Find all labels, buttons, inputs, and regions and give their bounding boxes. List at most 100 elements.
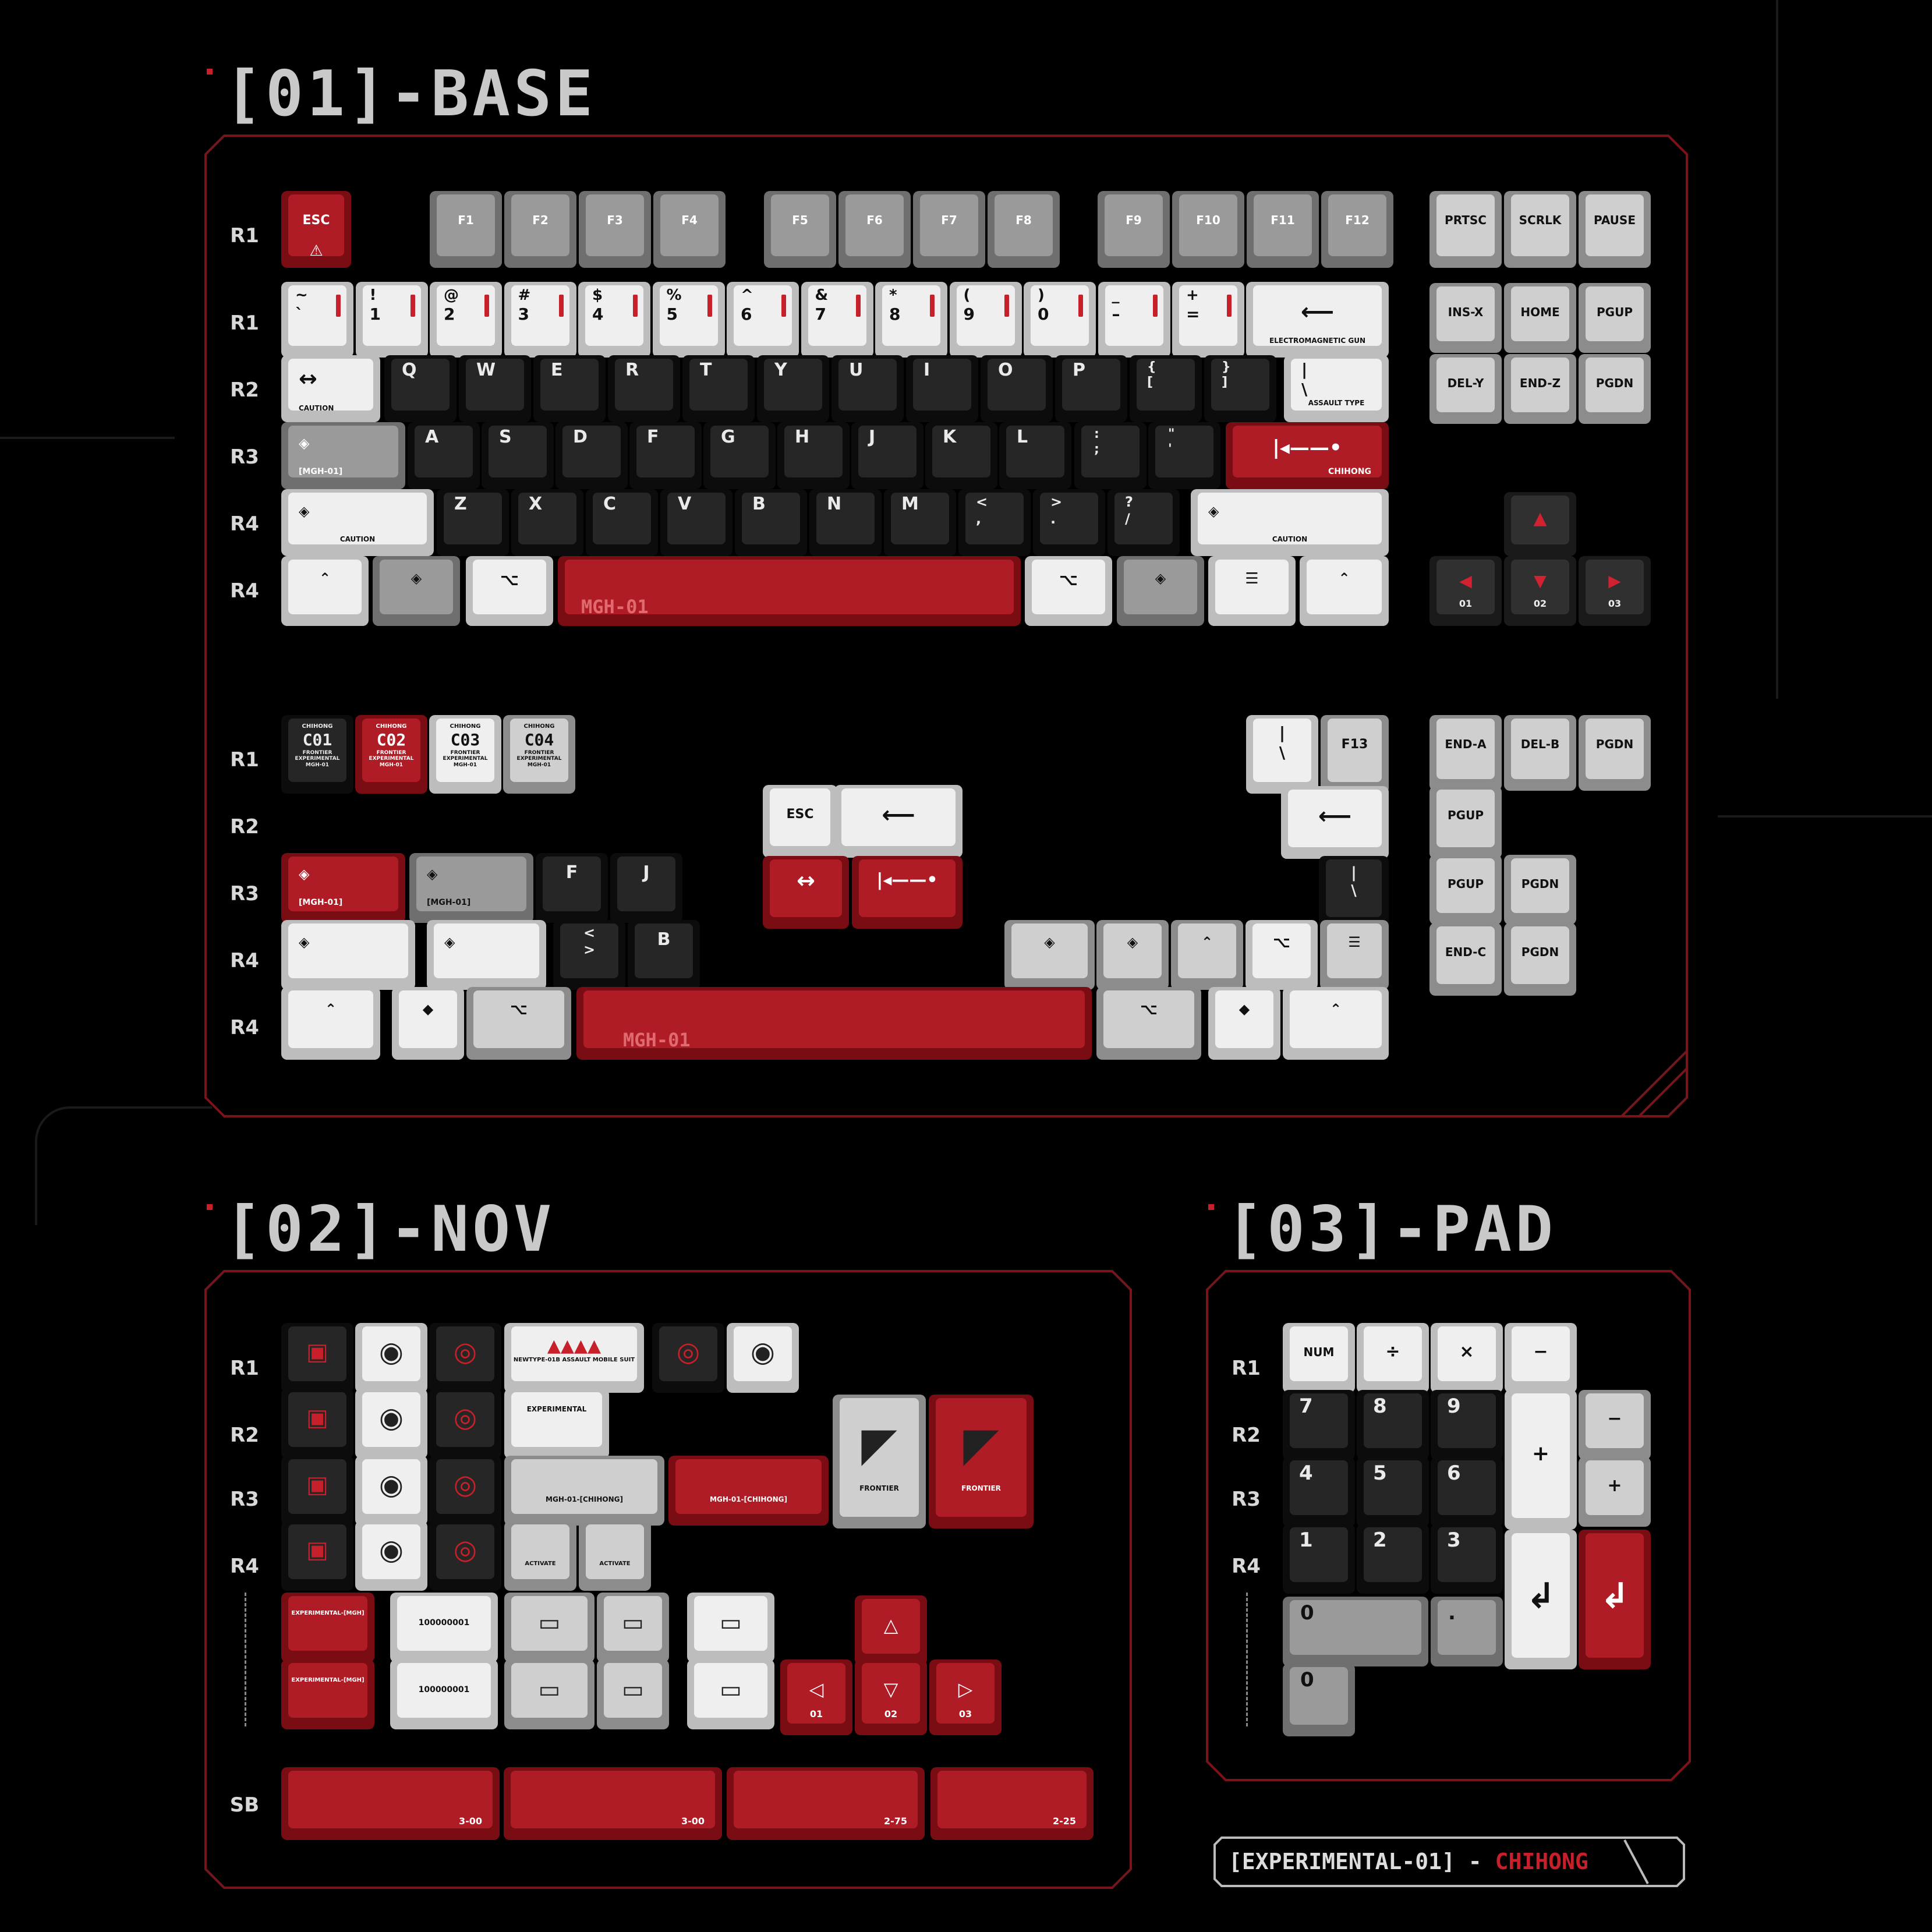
key-pgdn-extra[interactable]: PGDN (1579, 715, 1651, 791)
key-lwin[interactable]: ◈ (373, 556, 460, 626)
key-f2[interactable]: F2 (504, 191, 576, 268)
nov-warning-cap[interactable]: ▣ (281, 1456, 353, 1526)
pad-minus[interactable]: − (1505, 1323, 1577, 1393)
key-enter-extra[interactable]: |◂——• (852, 856, 963, 929)
pad-multiply[interactable]: × (1431, 1323, 1503, 1393)
nov-eye-cap[interactable]: ◉ (355, 1456, 427, 1526)
key-tab-extra[interactable]: ↔ (763, 856, 849, 929)
key-enter[interactable]: |◂——• CHIHONG (1226, 422, 1389, 489)
key-pgup[interactable]: PGUP (1579, 283, 1651, 353)
nov-ring-cap[interactable]: ◎ (429, 1323, 501, 1393)
pad-4[interactable]: 4 (1283, 1457, 1355, 1527)
key-a[interactable]: A (408, 422, 480, 489)
nov-plate-cap[interactable]: ▭ (597, 1659, 669, 1729)
key-semi-1[interactable]: "' (1148, 422, 1220, 489)
pad-minus-alt[interactable]: − (1579, 1390, 1651, 1460)
key-endz[interactable]: END-Z (1504, 354, 1576, 424)
key-c[interactable]: C (586, 489, 658, 556)
key-h[interactable]: H (777, 422, 850, 489)
key-rctrl[interactable]: ⌃ (1300, 556, 1389, 626)
key-arrow-down[interactable]: ▼02 (1504, 556, 1576, 626)
key-f5[interactable]: F5 (764, 191, 836, 268)
key-n[interactable]: N (809, 489, 882, 556)
key-g[interactable]: G (703, 422, 776, 489)
key-backspace[interactable]: ⟵ ELECTROMAGNETIC GUN (1246, 282, 1389, 358)
key-arrow-left[interactable]: ◀01 (1429, 556, 1502, 626)
pad-8[interactable]: 8 (1357, 1390, 1429, 1460)
key-e[interactable]: E (533, 355, 606, 422)
pad-divide[interactable]: ÷ (1357, 1323, 1429, 1393)
key-rshift[interactable]: ◈ CAUTION (1191, 489, 1389, 556)
key-win-extra2[interactable]: ◆ (1208, 987, 1280, 1060)
key-b[interactable]: B (735, 489, 807, 556)
pad-6[interactable]: 6 (1431, 1457, 1503, 1527)
key-f9[interactable]: F9 (1098, 191, 1170, 268)
nov-eye-cap[interactable]: ◉ (355, 1323, 427, 1393)
key-caps-extra[interactable]: ◈[MGH-01] (281, 853, 405, 923)
key-q[interactable]: Q (384, 355, 457, 422)
nov-arrow-left[interactable]: ◁01 (780, 1659, 852, 1735)
nov-ring-cap[interactable]: ◎ (652, 1323, 724, 1393)
nov-arrow-down[interactable]: ▽02 (855, 1659, 927, 1735)
key-rshift-extra[interactable]: ◈ (1004, 920, 1095, 990)
key-mod3[interactable]: ⌥ (1245, 920, 1318, 990)
key-end-c[interactable]: END-C (1429, 923, 1502, 996)
key-backslash-alt[interactable]: |\ (1246, 715, 1318, 794)
key-b-extra[interactable]: B (628, 920, 700, 990)
key-f12[interactable]: F12 (1321, 191, 1393, 268)
key-num-0[interactable]: ~` (281, 282, 353, 358)
nov-plate-cap[interactable]: ▭ (504, 1659, 595, 1729)
nov-plate-cap[interactable]: ▭ (687, 1593, 774, 1662)
key-num-11[interactable]: _– (1098, 282, 1170, 358)
key-tab[interactable]: ↔ CAUTION (281, 355, 380, 422)
nov-header-cap[interactable]: ▲▲▲▲NEWTYPE-01B ASSAULT MOBILE SUIT (504, 1323, 644, 1393)
key-prtsc[interactable]: PRTSC (1429, 191, 1502, 268)
key-pause[interactable]: PAUSE (1579, 191, 1651, 268)
key-esc-extra[interactable]: ESC (763, 785, 837, 858)
key-p[interactable]: P (1055, 355, 1127, 422)
key-backslash[interactable]: | \ ASSAULT TYPE (1284, 355, 1389, 422)
key-num-9[interactable]: (9 (949, 282, 1022, 358)
key-s[interactable]: S (482, 422, 554, 489)
key-insx[interactable]: INS-X (1429, 283, 1502, 353)
key-l[interactable]: L (999, 422, 1071, 489)
nov-plate-cap[interactable]: 100000001 (390, 1659, 498, 1729)
key-backspace-extra[interactable]: ⟵ (834, 785, 963, 858)
key-m[interactable]: M (884, 489, 956, 556)
key-lshift-extra2[interactable]: ◈ (427, 920, 546, 990)
key-f-extra[interactable]: F (536, 853, 608, 923)
pad-zero[interactable]: 0 (1283, 1597, 1428, 1666)
key-num-5[interactable]: %5 (652, 282, 725, 358)
nov-plate-cap[interactable]: ▭ (597, 1593, 669, 1662)
nov-spacebar[interactable]: 2-25 (930, 1767, 1094, 1840)
nov-plate-cap[interactable]: EXPERIMENTAL-[MGH] (281, 1659, 374, 1729)
key-caps[interactable]: ◈ [MGH-01] (281, 422, 405, 489)
key-mod1[interactable]: ◈ (1096, 920, 1169, 990)
key-alt-extra[interactable]: ⌥ (466, 987, 571, 1060)
key-num-8[interactable]: *8 (875, 282, 947, 358)
pad-2[interactable]: 2 (1357, 1524, 1429, 1594)
nov-arrow-up[interactable]: △ (855, 1595, 927, 1665)
key-num-12[interactable]: += (1172, 282, 1244, 358)
key-ralt[interactable]: ⌥ (1025, 556, 1112, 626)
key-zsym-2[interactable]: ?/ (1107, 489, 1180, 556)
nov-ring-cap[interactable]: ◎ (429, 1456, 501, 1526)
key-dely[interactable]: DEL-Y (1429, 354, 1502, 424)
key-semi-0[interactable]: :; (1074, 422, 1147, 489)
pad-dot[interactable]: . (1431, 1597, 1503, 1666)
key-pgup-extra[interactable]: PGUP (1429, 786, 1502, 859)
key-num-7[interactable]: &7 (801, 282, 873, 358)
pad-enter[interactable]: ↲ (1505, 1530, 1577, 1669)
key-lalt[interactable]: ⌥ (466, 556, 553, 626)
key-r[interactable]: R (608, 355, 680, 422)
key-o[interactable]: O (981, 355, 1053, 422)
key-lshift-extra[interactable]: ◈ (281, 920, 415, 990)
key-f13[interactable]: F13 (1321, 715, 1389, 794)
nov-eye-cap[interactable]: ◉ (727, 1323, 799, 1393)
nov-activate-cap[interactable]: ACTIVATE (504, 1521, 576, 1591)
key-num-4[interactable]: $4 (578, 282, 650, 358)
nov-bar-cap[interactable]: MGH-01-[CHIHONG] (668, 1456, 829, 1526)
nov-spacebar[interactable]: 2-75 (727, 1767, 925, 1840)
